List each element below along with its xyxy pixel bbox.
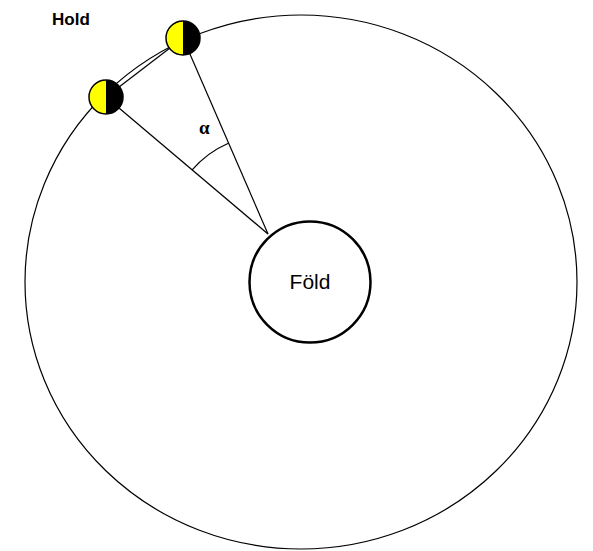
moon-orbit: [25, 15, 577, 549]
moon-label: Hold: [52, 10, 90, 30]
moon-symbol: [89, 80, 123, 114]
earth-circle: Föld: [248, 220, 372, 344]
earth-label: Föld: [290, 270, 331, 294]
angle-arc: [192, 143, 229, 170]
sight-line: [183, 38, 268, 234]
sight-line: [106, 97, 268, 234]
moon-symbol: [166, 21, 200, 55]
angle-label: α: [199, 117, 210, 139]
